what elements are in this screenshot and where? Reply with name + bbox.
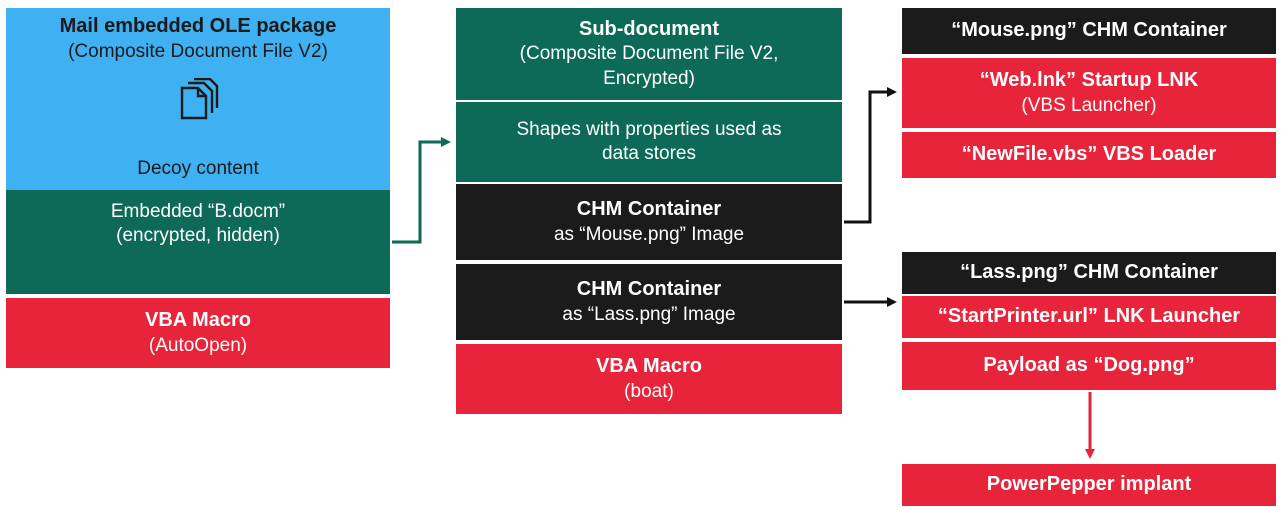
embedded-docm-line1: Embedded “B.docm” [110, 201, 286, 222]
connector-embedded-to-subdocument [392, 137, 451, 244]
vba-macro-boat-box: VBA Macro (boat) [456, 344, 842, 414]
sub-document-subtitle-line1: (Composite Document File V2, [519, 43, 779, 65]
embedded-docm-line2: (encrypted, hidden) [116, 225, 280, 247]
ole-package-title: Mail embedded OLE package [59, 15, 337, 37]
vba-macro-boat-subtitle: (boat) [624, 380, 674, 402]
shapes-data-stores-line1: Shapes with properties used as [516, 118, 782, 140]
documents-icon [180, 77, 219, 120]
web-lnk-startup-box: “Web.lnk” Startup LNK (VBS Launcher) [902, 58, 1276, 128]
powerpepper-implant-label: PowerPepper implant [986, 473, 1192, 496]
decoy-content-box: Decoy content [6, 148, 390, 190]
embedded-docm-box: Embedded “B.docm” (encrypted, hidden) [6, 190, 390, 294]
chm-lass-subtitle: as “Lass.png” Image [562, 303, 736, 325]
chm-mouse-box: CHM Container as “Mouse.png” Image [456, 184, 842, 260]
lass-chm-container-label: “Lass.png” CHM Container [960, 261, 1218, 284]
sub-document-box: Sub-document (Composite Document File V2… [456, 8, 842, 100]
vba-macro-boat-title: VBA Macro [596, 355, 702, 378]
ole-package-subtitle: (Composite Document File V2) [68, 40, 328, 62]
sub-document-title: Sub-document [579, 17, 719, 40]
vba-macro-autoopen-subtitle: (AutoOpen) [148, 334, 248, 356]
lass-chm-container-box: “Lass.png” CHM Container [902, 252, 1276, 294]
chm-mouse-subtitle: as “Mouse.png” Image [553, 223, 745, 245]
payload-dog-png-label: Payload as “Dog.png” [983, 354, 1195, 377]
connector-chm-mouse-to-container [844, 87, 897, 224]
mouse-chm-container-label: “Mouse.png” CHM Container [951, 19, 1227, 42]
startprinter-url-launcher-box: “StartPrinter.url” LNK Launcher [902, 296, 1276, 338]
sub-document-subtitle-line2: Encrypted) [603, 67, 695, 89]
shapes-data-stores-line2: data stores [602, 143, 696, 164]
shapes-data-stores-box: Shapes with properties used as data stor… [456, 102, 842, 182]
startprinter-url-launcher-label: “StartPrinter.url” LNK Launcher [937, 305, 1241, 328]
chm-lass-box: CHM Container as “Lass.png” Image [456, 264, 842, 340]
chm-mouse-title: CHM Container [576, 198, 722, 221]
newfile-vbs-loader-label: “NewFile.vbs” VBS Loader [961, 143, 1217, 166]
payload-dog-png-box: Payload as “Dog.png” [902, 342, 1276, 390]
web-lnk-startup-title: “Web.lnk” Startup LNK [979, 69, 1199, 92]
decoy-content-label: Decoy content [137, 157, 259, 179]
chm-lass-title: CHM Container [576, 278, 722, 301]
vba-macro-autoopen-title: VBA Macro [145, 309, 251, 332]
mouse-chm-container-box: “Mouse.png” CHM Container [902, 8, 1276, 54]
ole-package-box: Mail embedded OLE package (Composite Doc… [6, 8, 390, 148]
newfile-vbs-loader-box: “NewFile.vbs” VBS Loader [902, 132, 1276, 178]
vba-macro-autoopen-box: VBA Macro (AutoOpen) [6, 298, 390, 368]
powerpepper-implant-box: PowerPepper implant [902, 464, 1276, 506]
web-lnk-startup-subtitle: (VBS Launcher) [1021, 94, 1157, 116]
